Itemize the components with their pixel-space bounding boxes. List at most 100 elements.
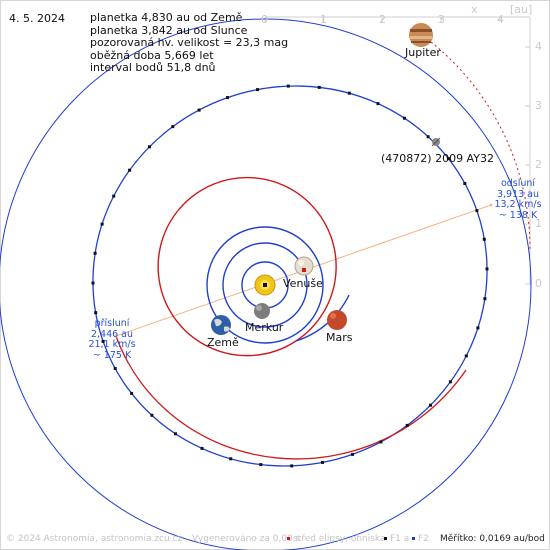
jupiter-orbit-dotted <box>430 41 531 251</box>
jupiter-label: Jupiter <box>405 46 441 59</box>
orbit-marker <box>150 413 154 417</box>
info-distance-sun: planetka 3,842 au od Slunce <box>90 23 248 37</box>
x-tick-3: 3 <box>438 13 445 26</box>
orbit-marker <box>351 452 354 456</box>
orbit-marker <box>482 237 486 241</box>
mars-orbit-red <box>157 176 337 357</box>
info-panel: planetka 4,830 au od Země planetka 3,842… <box>90 11 289 75</box>
legend-center: střed elipsy, ohniska <box>287 534 386 544</box>
x-tick-0: 0 <box>261 13 268 26</box>
orbit-point-markers <box>91 84 489 468</box>
y-tick-0: 0 <box>535 277 542 290</box>
orbit-marker <box>93 251 97 255</box>
orbit-marker <box>426 135 430 139</box>
orbit-marker <box>475 209 479 213</box>
aphelion-title: odsluní <box>500 178 536 189</box>
y-tick-2: 2 <box>535 158 542 171</box>
orbit-marker <box>100 222 104 226</box>
orbit-marker <box>290 464 294 468</box>
orbit-marker <box>112 194 116 198</box>
perihelion-temp: ~ 175 K <box>92 349 132 361</box>
x-axis-label: x <box>471 3 478 16</box>
orbit-marker <box>256 88 259 92</box>
y-tick-1: 1 <box>535 217 542 230</box>
asteroid-icon <box>431 137 441 147</box>
orbit-marker <box>226 96 229 100</box>
jupiter-orbit <box>0 18 532 550</box>
info-period: oběžná doba 5,669 let <box>90 48 214 62</box>
orbit-marker <box>101 339 105 343</box>
venus-label: Venuše <box>283 277 323 290</box>
date-label: 4. 5. 2024 <box>9 12 65 25</box>
orbit-marker <box>91 281 95 285</box>
orbit-marker <box>148 145 151 149</box>
orbit-marker <box>259 463 263 467</box>
venus-icon <box>294 256 314 276</box>
info-magnitude: pozorovaná hv. velikost = 23,3 mag <box>90 36 289 50</box>
perihelion-speed: 21,1 km/s <box>88 339 136 350</box>
orbit-marker <box>130 391 134 395</box>
asteroid-label: (470872) 2009 AY32 <box>381 152 494 165</box>
aphelion-speed: 13,2 km/s <box>494 199 542 210</box>
orbit-marker <box>321 460 324 464</box>
legend-f1-label: F1 a <box>390 534 410 544</box>
orbit-marker <box>463 182 467 185</box>
legend-f2: F2 <box>412 534 429 544</box>
x-tick-4: 4 <box>497 13 504 26</box>
info-interval: interval bodů 51,8 dnů <box>90 61 216 75</box>
venus-orbit <box>222 242 308 328</box>
unit-label: [au] <box>510 3 533 16</box>
aphelion-distance: 3,913 au <box>496 188 540 200</box>
mars-label: Mars <box>326 331 353 344</box>
jupiter-icon <box>409 23 433 47</box>
generated-time: Vygenerováno za 0,09 s <box>192 534 301 544</box>
y-tick-3: 3 <box>535 99 542 112</box>
legend-f2-label: F2 <box>418 534 429 544</box>
earth-label: Země <box>207 336 239 349</box>
mars-icon <box>327 310 347 330</box>
legend-center-label: střed elipsy, ohniska <box>293 534 386 544</box>
x-tick-2: 2 <box>379 13 386 26</box>
y-tick-4: 4 <box>535 40 542 53</box>
legend-f1: F1 a <box>384 534 409 544</box>
orbit-marker <box>476 326 480 330</box>
info-distance-earth: planetka 4,830 au od Země <box>90 11 243 24</box>
asteroid-orbit <box>92 85 488 467</box>
orbit-marker <box>128 168 132 172</box>
mercury-label: Merkur <box>245 321 284 334</box>
orbit-marker <box>464 354 468 358</box>
orbit-marker <box>174 432 177 436</box>
sun <box>254 274 276 296</box>
orbit-marker <box>485 267 489 271</box>
mercury-icon <box>254 303 270 319</box>
perihelion-info: přísluní 2,446 au 21,1 km/s ~ 175 K <box>84 318 140 361</box>
earth-icon <box>211 315 231 335</box>
mars-orbit-blue <box>295 294 350 342</box>
perihelion-title: přísluní <box>94 318 130 329</box>
orbit-marker <box>200 446 204 450</box>
orbit-marker <box>347 91 351 95</box>
orbit-marker <box>483 297 487 301</box>
scale-label: Měřítko: 0,0169 au/bod <box>440 534 545 544</box>
orbit-marker <box>379 440 383 444</box>
orbit-marker <box>317 85 321 89</box>
orbit-marker <box>94 311 98 315</box>
perihelion-distance: 2,446 au <box>90 328 134 340</box>
asteroid-orbit-below-ecliptic <box>115 335 467 460</box>
aphelion-info: odsluní 3,913 au 13,2 km/s ~ 138 K <box>490 178 546 221</box>
earth-orbit <box>206 226 324 344</box>
orbit-marker <box>229 457 233 461</box>
orbit-marker <box>171 125 175 129</box>
orbit-marker <box>403 116 406 120</box>
orbit-marker <box>429 403 432 407</box>
x-tick-1: 1 <box>320 13 327 26</box>
orbit-marker <box>405 423 409 427</box>
orbit-marker <box>376 102 380 106</box>
orbit-marker <box>448 380 452 384</box>
orbit-marker <box>197 108 201 112</box>
aphelion-temp: ~ 138 K <box>498 209 538 221</box>
orbit-marker <box>446 157 450 161</box>
axes <box>264 16 531 285</box>
copyright-link[interactable]: © 2024 Astronomia, astronomia.zcu.cz <box>6 534 183 544</box>
